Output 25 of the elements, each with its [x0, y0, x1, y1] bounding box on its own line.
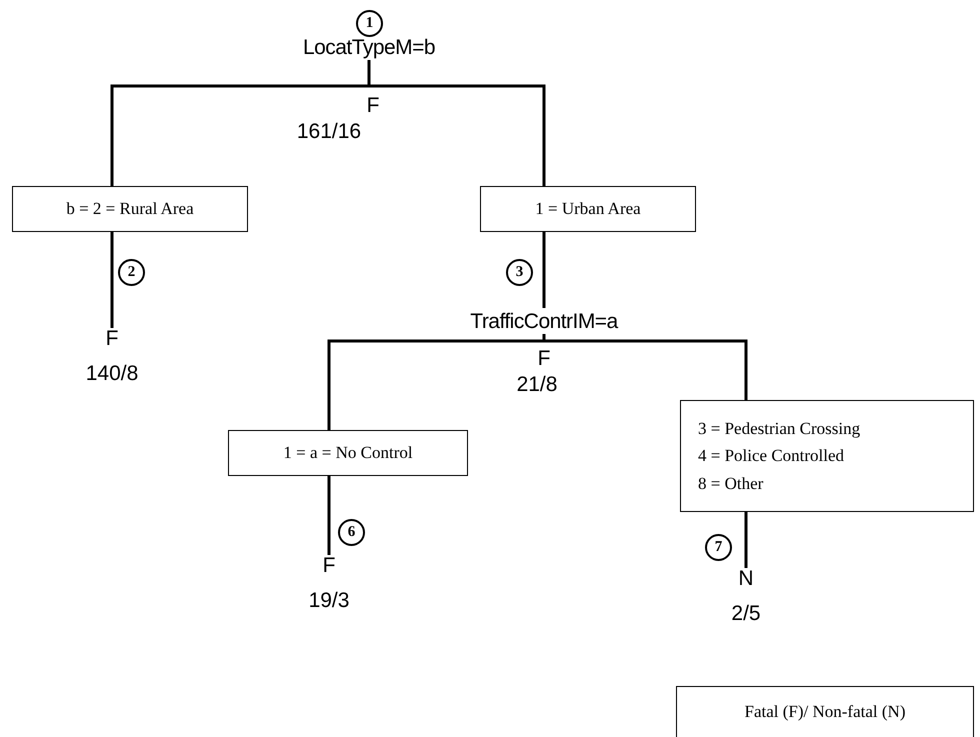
- tree-branch: [744, 512, 748, 568]
- tree-branch: [328, 476, 330, 555]
- split-condition: LocatTypeM=b: [302, 36, 436, 58]
- condition-box: [680, 400, 974, 512]
- class-label: F: [538, 348, 550, 369]
- tree-branch: [542, 232, 546, 308]
- case-count: 21/8: [516, 374, 558, 395]
- class-label: N: [738, 568, 754, 589]
- condition-line: 8 = Other: [698, 472, 764, 495]
- condition-line: 3 = Pedestrian Crossing: [698, 418, 862, 440]
- class-label: F: [106, 328, 118, 349]
- tree-branch: [110, 232, 114, 328]
- case-count: 2/5: [731, 603, 761, 624]
- condition-box: 1 = Urban Area: [480, 186, 696, 232]
- condition-box: b = 2 = Rural Area: [12, 186, 248, 232]
- tree-branch: [368, 60, 546, 186]
- class-label: F: [322, 555, 336, 576]
- class-label: F: [366, 95, 380, 116]
- case-count: 161/16: [296, 121, 362, 142]
- case-count: 19/3: [308, 590, 350, 611]
- legend-box: Fatal (F)/ Non-fatal (N): [676, 686, 974, 737]
- case-count: 140/8: [86, 363, 138, 384]
- condition-box: 1 = a = No Control: [228, 430, 468, 476]
- split-condition: TrafficContrIM=a: [470, 310, 618, 332]
- condition-line: 4 = Police Controlled: [698, 445, 846, 468]
